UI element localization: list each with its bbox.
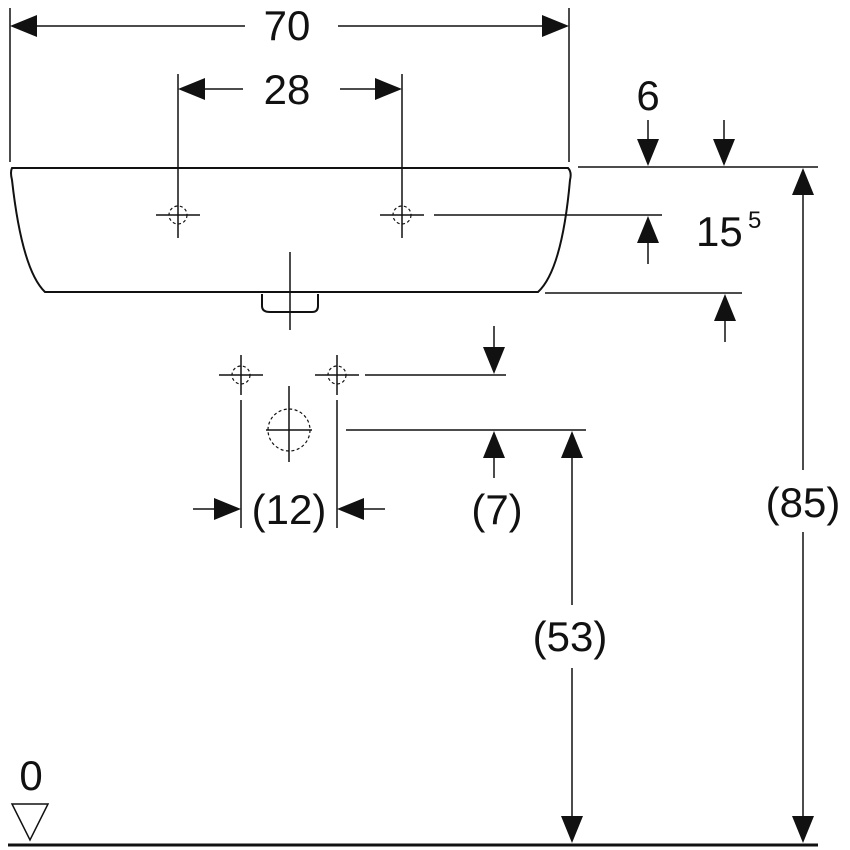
dimension-hole-spacing: 28 <box>177 66 403 238</box>
label-floor-level: 0 <box>19 752 42 799</box>
basin-outline <box>10 167 572 293</box>
label-drain-spacing: (12) <box>252 486 327 533</box>
label-drain-height: (53) <box>533 613 608 660</box>
label-rim-offset: 6 <box>636 72 659 119</box>
label-overall-width: 70 <box>264 2 311 49</box>
dimension-overall-width: 70 <box>9 2 570 162</box>
supply-connection-left <box>219 355 263 395</box>
floor-level-marker: 0 <box>10 752 50 842</box>
dimension-basin-bottom <box>545 292 742 342</box>
drain-outlet <box>261 294 319 313</box>
dimension-drain-offset: (7) <box>346 326 586 533</box>
dimension-rim-height: (85) <box>766 168 841 843</box>
dimension-drain-height: (53) <box>533 431 608 843</box>
label-drain-offset: (7) <box>471 486 522 533</box>
svg-text:15: 15 <box>696 208 743 255</box>
label-hole-height: 15 <box>696 208 743 255</box>
label-hole-height-superscript: 5 <box>748 207 761 234</box>
label-hole-spacing: 28 <box>264 66 311 113</box>
dimension-drain-spacing: (12) <box>193 400 385 533</box>
waste-connection <box>266 386 312 462</box>
dimension-hole-height: 15 5 <box>434 207 761 264</box>
label-rim-height: (85) <box>766 479 841 526</box>
dimension-rim-offset: 6 <box>578 72 818 168</box>
supply-connection-right <box>315 355 359 395</box>
